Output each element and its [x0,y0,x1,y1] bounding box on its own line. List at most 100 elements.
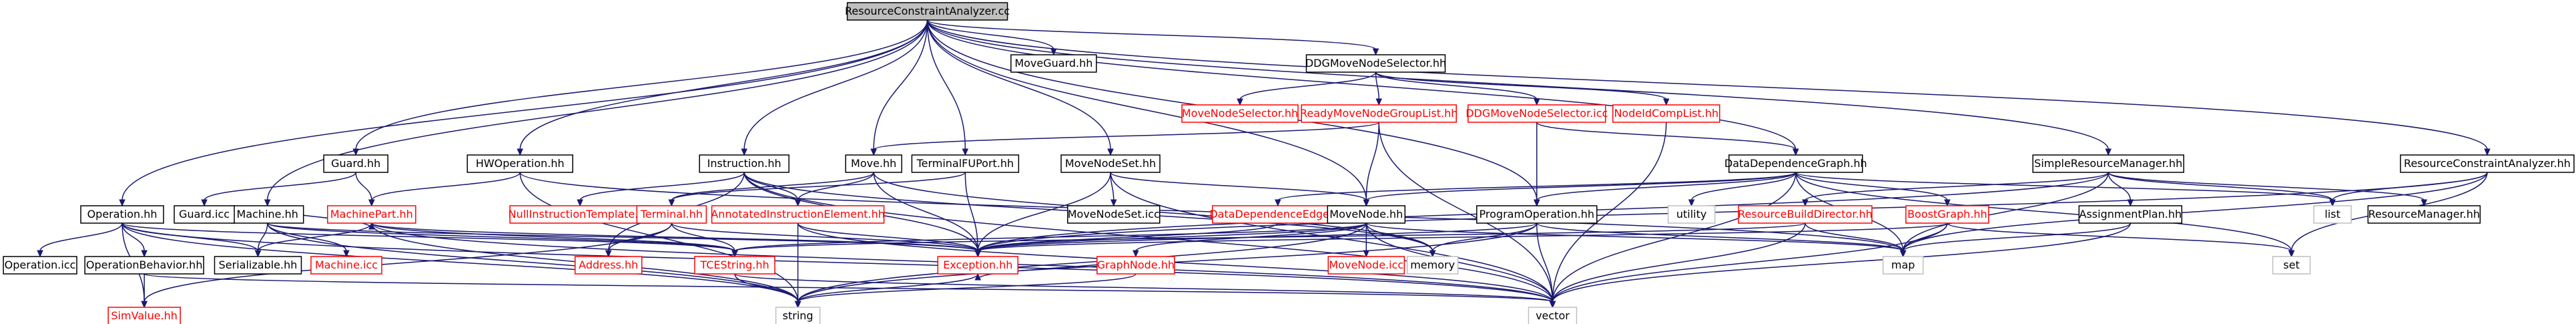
node-ddgmovenodeselector-icc[interactable]: DDGMoveNodeSelector.icc [1466,104,1608,123]
node-label: map [1891,259,1915,271]
node-box [937,256,1019,275]
edge-boostgraph-hh-to-exception-hh [974,222,1948,258]
node-map[interactable]: map [1882,256,1924,275]
node-machine-icc[interactable]: Machine.icc [310,256,382,275]
node-movenodeselector-hh[interactable]: MoveNodeSelector.hh [1181,104,1299,123]
node-box [2272,256,2311,275]
node-label: Machine.hh [237,208,298,220]
node-machinepart-hh[interactable]: MachinePart.hh [327,205,416,224]
node-movenodeset-hh[interactable]: MoveNodeSet.hh [1060,154,1161,173]
node-readymovenodegrouplist-hh[interactable]: ReadyMoveNodeGroupList.hh [1300,104,1458,123]
node-resourceconstraintanalyzer-cc[interactable]: ResourceConstraintAnalyzer.cc [845,2,1010,21]
node-operation-icc[interactable]: Operation.icc [3,256,77,275]
node-boostgraph-hh[interactable]: BoostGraph.hh [1905,205,1989,224]
node-label: Instruction.hh [707,157,781,170]
node-vector[interactable]: vector [1528,307,1578,324]
node-resourcebuilddirector-hh[interactable]: ResourceBuildDirector.hh [1738,205,1873,224]
node-assignmentplan-hh[interactable]: AssignmentPlan.hh [2078,205,2183,224]
node-simpleresourcemanager-hh[interactable]: SimpleResourceManager.hh [2032,154,2184,173]
edge-ddgmns-hh-to-readymngl-hh [1375,71,1382,106]
edge-operation-hh-to-operationbehavior-hh [121,222,147,258]
node-label: TCEString.hh [699,259,769,271]
node-label: Exception.hh [943,259,1012,271]
edge-rca-hh-to-map [1899,172,2488,258]
node-label: Machine.icc [315,259,378,271]
node-box [911,154,1020,173]
node-label: MoveNodeSet.hh [1065,157,1156,170]
edge-ddgmns-hh-to-movenodeselector-hh [1237,71,1377,106]
node-label: GraphNode.hh [1097,259,1175,271]
node-box [845,154,902,173]
node-utility[interactable]: utility [1667,205,1716,224]
edge-instruction-hh-to-nullinstructiontemplate-hh [577,172,745,207]
node-operationbehavior-hh[interactable]: OperationBehavior.hh [84,256,204,275]
node-moveguard-hh[interactable]: MoveGuard.hh [1010,54,1097,73]
node-label: ResourceConstraintAnalyzer.cc [845,5,1010,17]
node-datadependenceedge-hh[interactable]: DataDependenceEdge.hh [1209,205,1346,224]
node-annotatedinstructionelement-hh[interactable]: AnnotatedInstructionElement.hh [711,205,885,224]
edge-tcestring-hh-to-vector [734,273,1556,309]
node-instruction-hh[interactable]: Instruction.hh [699,154,789,173]
node-box [574,256,643,275]
node-serializable-hh[interactable]: Serializable.hh [214,256,302,275]
node-label: HWOperation.hh [476,157,565,170]
node-box [1528,307,1578,324]
node-guard-icc[interactable]: Guard.icc [174,205,235,224]
edge-rca-cc-to-move-hh [870,19,928,156]
node-machine-hh[interactable]: Machine.hh [230,205,304,224]
node-string[interactable]: string [775,307,821,324]
node-label: Move.hh [851,157,896,170]
node-tcestring-hh[interactable]: TCEString.hh [694,256,775,275]
edge-tcestring-hh-to-string [734,273,801,309]
edge-operation-hh-to-operation-icc [37,222,123,258]
node-label: Operation.hh [87,208,157,220]
edge-machinepart-hh-to-serializable-hh [254,222,372,258]
node-graphnode-hh[interactable]: GraphNode.hh [1096,256,1175,275]
node-label: ResourceBuildDirector.hh [1738,208,1873,220]
node-datadependencegraph-hh[interactable]: DataDependenceGraph.hh [1724,154,1867,173]
node-resourcemanager-hh[interactable]: ResourceManager.hh [2367,205,2481,224]
node-address-hh[interactable]: Address.hh [574,256,643,275]
node-label: ReadyMoveNodeGroupList.hh [1300,107,1458,120]
node-box [1667,205,1716,224]
node-box [2367,205,2481,224]
node-box [214,256,302,275]
edge-movenodeset-hh-to-movenode-hh [1110,172,1370,207]
node-label: MoveNode.icc [1329,259,1403,271]
node-box [1476,205,1598,224]
edge-readymngl-hh-to-move-hh [870,122,1379,156]
edge-srm-hh-to-resourcebuilddirector-hh [1802,172,2109,207]
edge-resourcebuilddirector-hh-to-tcestring-hh [731,222,1806,258]
node-label: NullInstructionTemplate.hh [509,208,652,220]
node-resourceconstraintanalyzer-hh[interactable]: ResourceConstraintAnalyzer.hh [2400,154,2575,173]
node-label: DDGMoveNodeSelector.icc [1466,107,1608,120]
edge-rca-cc-to-ddg-hh [926,19,1799,156]
node-set[interactable]: set [2272,256,2311,275]
node-guard-hh[interactable]: Guard.hh [323,154,388,173]
edge-rca-cc-to-srm-hh [926,19,2112,156]
node-exception-hh[interactable]: Exception.hh [937,256,1019,275]
node-simvalue-hh[interactable]: SimValue.hh [107,307,181,324]
node-move-hh[interactable]: Move.hh [845,154,902,173]
edge-datadependenceedge-hh-to-exception-hh [974,222,1279,258]
node-label: SimpleResourceManager.hh [2034,157,2182,170]
node-operation-hh[interactable]: Operation.hh [80,205,164,224]
node-nodeidcomplist-hh[interactable]: NodeIdCompList.hh [1612,104,1720,123]
edge-terminal-hh-to-tcestring-hh [671,222,738,258]
node-movenodeset-icc[interactable]: MoveNodeSet.icc [1067,205,1161,224]
node-hwoperation-hh[interactable]: HWOperation.hh [466,154,573,173]
node-memory[interactable]: memory [1406,256,1459,275]
edge-rca-cc-to-hwoperation-hh [517,19,928,156]
node-terminalfuport-hh[interactable]: TerminalFUPort.hh [911,154,1020,173]
node-terminal-hh[interactable]: Terminal.hh [636,205,707,224]
node-programoperation-hh[interactable]: ProgramOperation.hh [1476,205,1598,224]
node-ddgmovenodeselector-hh[interactable]: DDGMoveNodeSelector.hh [1305,54,1446,73]
node-movenode-icc[interactable]: MoveNode.icc [1327,256,1405,275]
node-nullinstructiontemplate-hh[interactable]: NullInstructionTemplate.hh [509,205,652,224]
node-movenode-hh[interactable]: MoveNode.hh [1327,205,1406,224]
node-label: string [783,309,814,322]
node-list[interactable]: list [2313,205,2352,224]
node-label: DDGMoveNodeSelector.hh [1305,57,1446,69]
node-label: SimValue.hh [111,309,178,322]
